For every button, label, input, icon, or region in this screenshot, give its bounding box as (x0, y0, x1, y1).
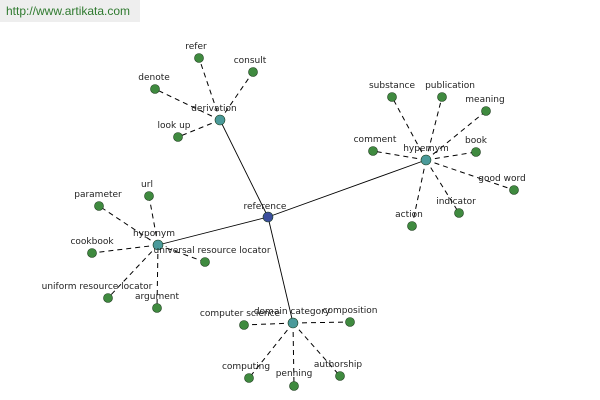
leaf-node-book[interactable] (471, 147, 481, 157)
edge-derivation-refer (198, 57, 221, 121)
leaf-label-cookbook: cookbook (70, 237, 114, 247)
leaf-node-denote[interactable] (150, 84, 160, 94)
edge-hypernym-good-word (425, 159, 515, 191)
edge-root-hypernym (267, 159, 427, 218)
leaf-label-substance: substance (369, 81, 415, 91)
leaf-node-indicator[interactable] (454, 208, 464, 218)
leaf-label-composition: composition (323, 306, 378, 316)
leaf-label-good-word: good word (478, 174, 525, 184)
hub-label-domain-category: domain category (254, 307, 331, 317)
leaf-node-meaning[interactable] (481, 106, 491, 116)
leaf-label-computer-science: computer science (200, 309, 281, 319)
edge-root-derivation (219, 119, 269, 218)
hub-label-hypernym: hypernym (403, 144, 449, 154)
hub-label-derivation: derivation (191, 104, 237, 114)
leaf-node-composition[interactable] (345, 317, 355, 327)
edge-domain-category-penning (292, 322, 295, 387)
leaf-label-url: url (141, 180, 153, 190)
root-node-reference[interactable] (262, 211, 274, 223)
edge-hyponym-argument (156, 244, 159, 309)
leaf-label-penning: penning (276, 369, 313, 379)
leaf-node-action[interactable] (407, 221, 417, 231)
edge-hyponym-uniform-resource-locator (107, 244, 159, 299)
leaf-label-universal-resource-locator: universal resource locator (153, 246, 270, 256)
leaf-label-uniform-resource-locator: uniform resource locator (42, 282, 153, 292)
edge-domain-category-computer-science (243, 322, 294, 326)
leaf-node-look-up[interactable] (173, 132, 183, 142)
edge-domain-category-composition (292, 321, 351, 324)
edge-hypernym-meaning (425, 110, 487, 161)
leaf-node-parameter[interactable] (94, 201, 104, 211)
leaf-label-comment: comment (354, 135, 397, 145)
watermark-url: http://www.artikata.com (0, 0, 141, 22)
leaf-node-url[interactable] (144, 191, 154, 201)
hub-node-hypernym[interactable] (420, 154, 432, 166)
edge-hyponym-cookbook (91, 244, 159, 254)
hub-node-derivation[interactable] (214, 114, 226, 126)
leaf-node-penning[interactable] (289, 381, 299, 391)
edge-hypernym-indicator (425, 159, 460, 214)
leaf-label-indicator: indicator (436, 197, 476, 207)
edge-domain-category-authorship (292, 322, 341, 377)
leaf-label-argument: argument (135, 292, 179, 302)
leaf-node-substance[interactable] (387, 92, 397, 102)
leaf-node-good-word[interactable] (509, 185, 519, 195)
leaf-node-universal-resource-locator[interactable] (200, 257, 210, 267)
leaf-label-publication: publication (425, 81, 475, 91)
leaf-node-computer-science[interactable] (239, 320, 249, 330)
edge-hypernym-substance (391, 96, 427, 161)
leaf-label-denote: denote (138, 73, 170, 83)
leaf-label-consult: consult (234, 56, 267, 66)
leaf-node-cookbook[interactable] (87, 248, 97, 258)
leaf-label-parameter: parameter (74, 190, 122, 200)
edge-root-hyponym (157, 216, 269, 246)
edge-derivation-denote (154, 88, 221, 121)
leaf-node-uniform-resource-locator[interactable] (103, 293, 113, 303)
leaf-label-meaning: meaning (465, 95, 504, 105)
edge-domain-category-computing (248, 322, 294, 379)
edge-derivation-look-up (177, 119, 221, 138)
leaf-node-authorship[interactable] (335, 371, 345, 381)
edge-hypernym-action (411, 159, 427, 227)
leaf-node-refer[interactable] (194, 53, 204, 63)
leaf-label-book: book (465, 136, 488, 146)
leaf-node-computing[interactable] (244, 373, 254, 383)
leaf-label-look-up: look up (157, 121, 190, 131)
hub-node-hyponym[interactable] (152, 239, 164, 251)
edge-root-domain-category (267, 216, 294, 324)
edge-derivation-consult (219, 71, 254, 121)
leaf-label-computing: computing (222, 362, 270, 372)
leaf-label-authorship: authorship (314, 360, 363, 370)
hub-node-domain-category[interactable] (287, 317, 299, 329)
hub-label-hyponym: hyponym (133, 229, 175, 239)
leaf-node-consult[interactable] (248, 67, 258, 77)
leaf-node-publication[interactable] (437, 92, 447, 102)
root-label: reference (244, 202, 287, 212)
leaf-label-refer: refer (185, 42, 207, 52)
leaf-node-comment[interactable] (368, 146, 378, 156)
leaf-label-action: action (395, 210, 423, 220)
edge-hypernym-publication (425, 96, 443, 161)
leaf-node-argument[interactable] (152, 303, 162, 313)
edge-hyponym-parameter (98, 205, 159, 246)
